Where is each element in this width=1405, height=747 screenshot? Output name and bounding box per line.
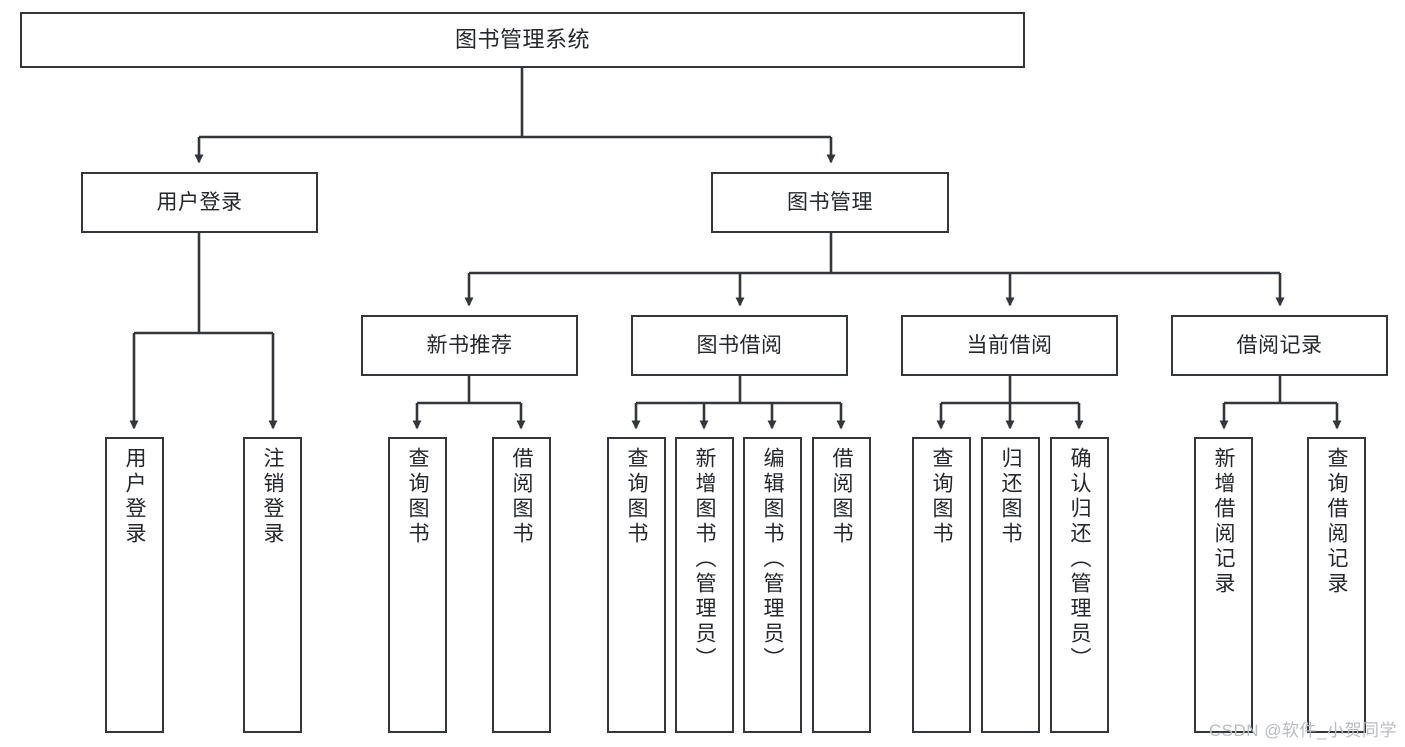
- leaf-user-login-signout[interactable]: 注销登录: [243, 437, 302, 733]
- node-borrow-record[interactable]: 借阅记录: [1171, 315, 1388, 376]
- node-label: 新书推荐: [426, 333, 513, 357]
- node-label: 借阅记录: [1236, 333, 1323, 357]
- node-label: 确认归还（管理员）: [1068, 447, 1091, 672]
- node-label: 查询图书: [625, 447, 648, 547]
- leaf-recommend-query-book[interactable]: 查询图书: [388, 437, 447, 733]
- leaf-current-confirm-return-admin[interactable]: 确认归还（管理员）: [1050, 437, 1109, 733]
- node-label: 用户登录: [156, 190, 243, 214]
- node-label: 新增借阅记录: [1212, 447, 1235, 597]
- leaf-recommend-borrow-book[interactable]: 借阅图书: [492, 437, 551, 733]
- node-label: 图书管理: [787, 190, 873, 214]
- leaf-current-return-book[interactable]: 归还图书: [981, 437, 1040, 733]
- node-root-system[interactable]: 图书管理系统: [20, 12, 1025, 68]
- node-label: 图书借阅: [696, 333, 783, 357]
- node-label: 借阅图书: [510, 447, 533, 547]
- csdn-watermark: CSDN @软件_小贺同学: [1208, 721, 1397, 740]
- leaf-current-query-book[interactable]: 查询图书: [912, 437, 971, 733]
- leaf-borrow-edit-book-admin[interactable]: 编辑图书（管理员）: [743, 437, 802, 733]
- node-label: 当前借阅: [966, 333, 1053, 357]
- node-current-borrow[interactable]: 当前借阅: [901, 315, 1118, 376]
- node-label: 新增图书（管理员）: [693, 447, 716, 672]
- node-label: 归还图书: [999, 447, 1022, 547]
- node-label: 借阅图书: [830, 447, 853, 547]
- node-label: 编辑图书（管理员）: [761, 447, 784, 672]
- node-user-login[interactable]: 用户登录: [81, 172, 318, 233]
- leaf-borrow-add-book-admin[interactable]: 新增图书（管理员）: [675, 437, 734, 733]
- node-label: 查询图书: [406, 447, 429, 547]
- node-book-management[interactable]: 图书管理: [711, 172, 949, 233]
- node-label: 注销登录: [261, 447, 284, 547]
- leaf-borrow-borrow-book[interactable]: 借阅图书: [812, 437, 871, 733]
- node-new-book-recommend[interactable]: 新书推荐: [361, 315, 578, 376]
- node-label: 查询借阅记录: [1325, 447, 1348, 597]
- node-label: 图书管理系统: [454, 26, 590, 52]
- leaf-user-login-signin[interactable]: 用户登录: [105, 437, 164, 733]
- node-book-borrow[interactable]: 图书借阅: [631, 315, 848, 376]
- leaf-record-add-record[interactable]: 新增借阅记录: [1194, 437, 1253, 733]
- leaf-record-query-record[interactable]: 查询借阅记录: [1307, 437, 1366, 733]
- node-label: 用户登录: [123, 447, 146, 547]
- leaf-borrow-query-book[interactable]: 查询图书: [607, 437, 666, 733]
- node-label: 查询图书: [930, 447, 953, 547]
